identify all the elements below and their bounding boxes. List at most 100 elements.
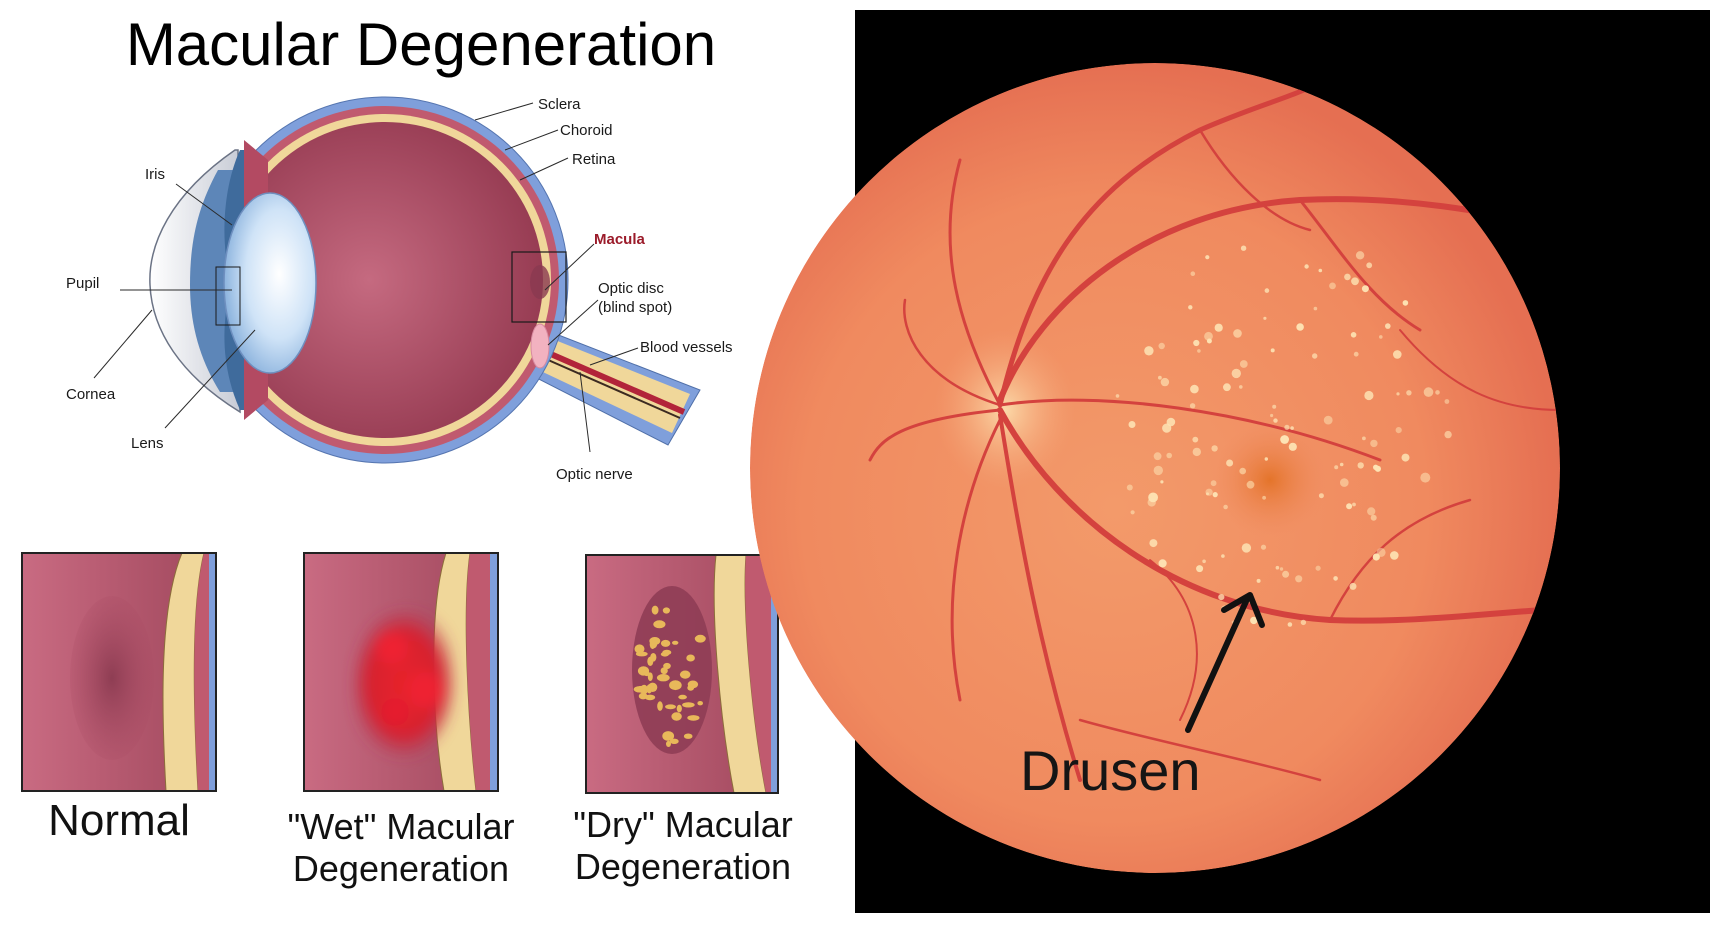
fundus-druse (1287, 622, 1293, 627)
fovea (1212, 422, 1328, 538)
fundus-druse (1231, 368, 1242, 379)
fundus-druse (1149, 539, 1158, 548)
optic-disc-photo (935, 330, 1075, 490)
druse-spot (671, 712, 682, 721)
fundus-druse (1315, 565, 1321, 571)
fundus-druse (1192, 436, 1199, 443)
fundus-druse (1166, 417, 1176, 427)
fundus-druse (1361, 285, 1369, 293)
fundus-druse (1355, 251, 1365, 260)
druse-spot (679, 670, 691, 679)
label-sclera: Sclera (538, 96, 581, 113)
fundus-druse (1350, 332, 1357, 338)
druse-spot (687, 684, 695, 691)
fundus-druse (1275, 565, 1280, 570)
druse-spot (662, 731, 675, 741)
druse-spot (634, 644, 645, 654)
druse-spot (660, 639, 671, 647)
fundus-druse (1239, 385, 1243, 389)
fundus-druse (1435, 390, 1440, 395)
fundus-druse (1313, 306, 1318, 311)
fundus-druse (1290, 426, 1294, 430)
label-optic-disc: Optic disc (598, 280, 664, 297)
druse-spot (657, 701, 663, 711)
druse-spot (665, 704, 676, 710)
druse-spot (637, 666, 650, 676)
optic-nerve-vessel (528, 342, 686, 415)
label-blood-vessels: Blood vessels (640, 339, 733, 356)
fundus-druse (1318, 493, 1324, 499)
fundus-druse (1349, 582, 1357, 590)
fundus-druse (1158, 559, 1167, 568)
label-choroid: Choroid (560, 122, 613, 139)
leader-lines (93, 102, 639, 453)
caption-dry-line2: Degeneration (574, 846, 792, 887)
fundus-druse (1239, 467, 1246, 475)
fundus-druse (1241, 543, 1252, 553)
fundus-druse (1160, 480, 1164, 484)
caption-normal: Normal (48, 796, 190, 845)
fundus-photo (750, 10, 1710, 913)
macula-highlight-box (511, 251, 567, 323)
druse-spot (683, 733, 693, 739)
figure-title: Macular Degeneration (125, 11, 717, 78)
fundus-druse (1205, 255, 1210, 260)
fundus-druse (1264, 288, 1270, 293)
druse-spot (633, 686, 646, 693)
fundus-druse (1270, 348, 1275, 353)
label-iris: Iris (145, 166, 165, 183)
macula-spot (530, 265, 550, 299)
normal-macula (70, 596, 154, 760)
fundus-druse (1246, 480, 1255, 489)
fundus-druse (1357, 462, 1364, 469)
fundus-druse (1130, 510, 1135, 515)
fundus-druse (1158, 375, 1162, 380)
fundus-druse (1264, 457, 1269, 461)
druse-spot (649, 639, 656, 650)
drusen-label: Drusen (1020, 739, 1201, 802)
fundus-druse (1352, 502, 1356, 507)
fundus-druse (1366, 262, 1373, 269)
fundus-druse (1214, 323, 1223, 332)
fundus-druse (1212, 492, 1218, 498)
fundus-druse (1296, 323, 1304, 331)
fundus-druse (1300, 619, 1307, 626)
fundus-druse (1367, 507, 1376, 516)
druse-spot (660, 652, 670, 657)
fundus-druse (1263, 316, 1267, 320)
fundus-druse (1444, 399, 1450, 404)
fundus-druse (1373, 464, 1379, 470)
fundus-druse (1192, 447, 1202, 457)
dry-drusen-spots (633, 605, 706, 748)
fundus-druse (1402, 300, 1409, 306)
fundus-druse (1128, 421, 1136, 428)
fundus-druse (1279, 567, 1284, 571)
fundus-druse (1240, 245, 1247, 251)
druse-spot (686, 654, 695, 662)
fundus-druse (1295, 575, 1303, 583)
fundus-druse (1211, 445, 1218, 452)
fundus-druse (1226, 459, 1234, 467)
fundus-druse (1147, 498, 1156, 507)
fundus-druse (1396, 392, 1400, 396)
fundus-druse (1223, 383, 1231, 392)
fundus-druse (1160, 377, 1170, 387)
label-macula: Macula (594, 231, 645, 248)
fundus-druse (1390, 551, 1399, 560)
label-lens: Lens (131, 435, 164, 452)
fundus-druse (1401, 453, 1410, 462)
fundus-druse (1218, 594, 1225, 601)
druse-spot (647, 656, 654, 666)
druse-spot (651, 605, 659, 615)
eye-cross-section (93, 96, 701, 464)
druse-spot (697, 701, 703, 706)
fundus-druse (1202, 559, 1206, 564)
fundus-druse (1204, 331, 1213, 341)
fundus-druse (1158, 342, 1165, 350)
fundus-druse (1379, 335, 1383, 339)
fundus-druse (1333, 576, 1338, 581)
fundus-druse (1370, 514, 1377, 521)
fundus-druse (1393, 350, 1402, 359)
fundus-druse (1284, 424, 1290, 430)
fundus-druse (1197, 349, 1201, 353)
